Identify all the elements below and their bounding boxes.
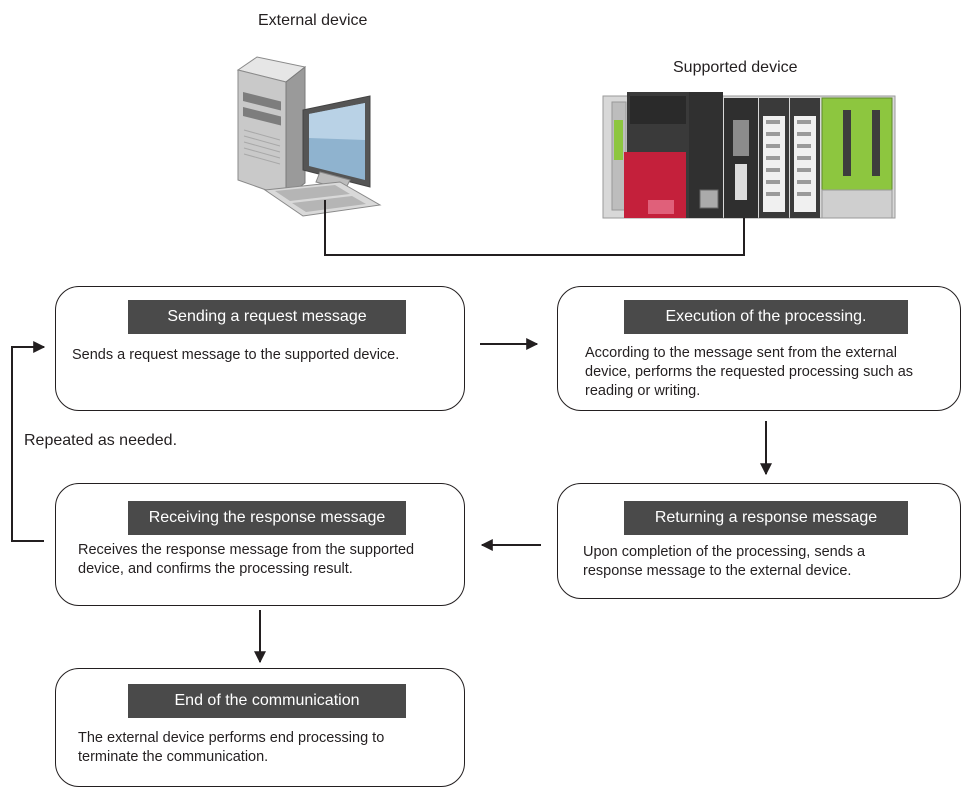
step-execution-desc: According to the message sent from the e… (585, 345, 914, 399)
step-receive-response-desc: Receives the response message from the s… (78, 542, 415, 577)
step-end-communication-title: End of the communication (128, 684, 406, 718)
step-end-communication-desc: The external device performs end process… (78, 730, 385, 765)
step-return-response-title: Returning a response message (624, 501, 908, 535)
step-execution-title: Execution of the processing. (624, 300, 908, 334)
step-return-response: Returning a response message Upon comple… (557, 483, 961, 599)
step-receive-response-title: Receiving the response message (128, 501, 406, 535)
step-send-request: Sending a request message Sends a reques… (55, 286, 465, 411)
step-send-request-desc: Sends a request message to the supported… (72, 347, 400, 363)
step-receive-response: Receiving the response message Receives … (55, 483, 465, 606)
step-return-response-desc: Upon completion of the processing, sends… (583, 544, 866, 579)
supported-device-label: Supported device (673, 59, 798, 76)
step-end-communication: End of the communication The external de… (55, 668, 465, 787)
step-execution: Execution of the processing. According t… (557, 286, 961, 411)
repeat-note: Repeated as needed. (24, 432, 178, 449)
step-send-request-title: Sending a request message (128, 300, 406, 334)
external-device-label: External device (258, 12, 368, 29)
